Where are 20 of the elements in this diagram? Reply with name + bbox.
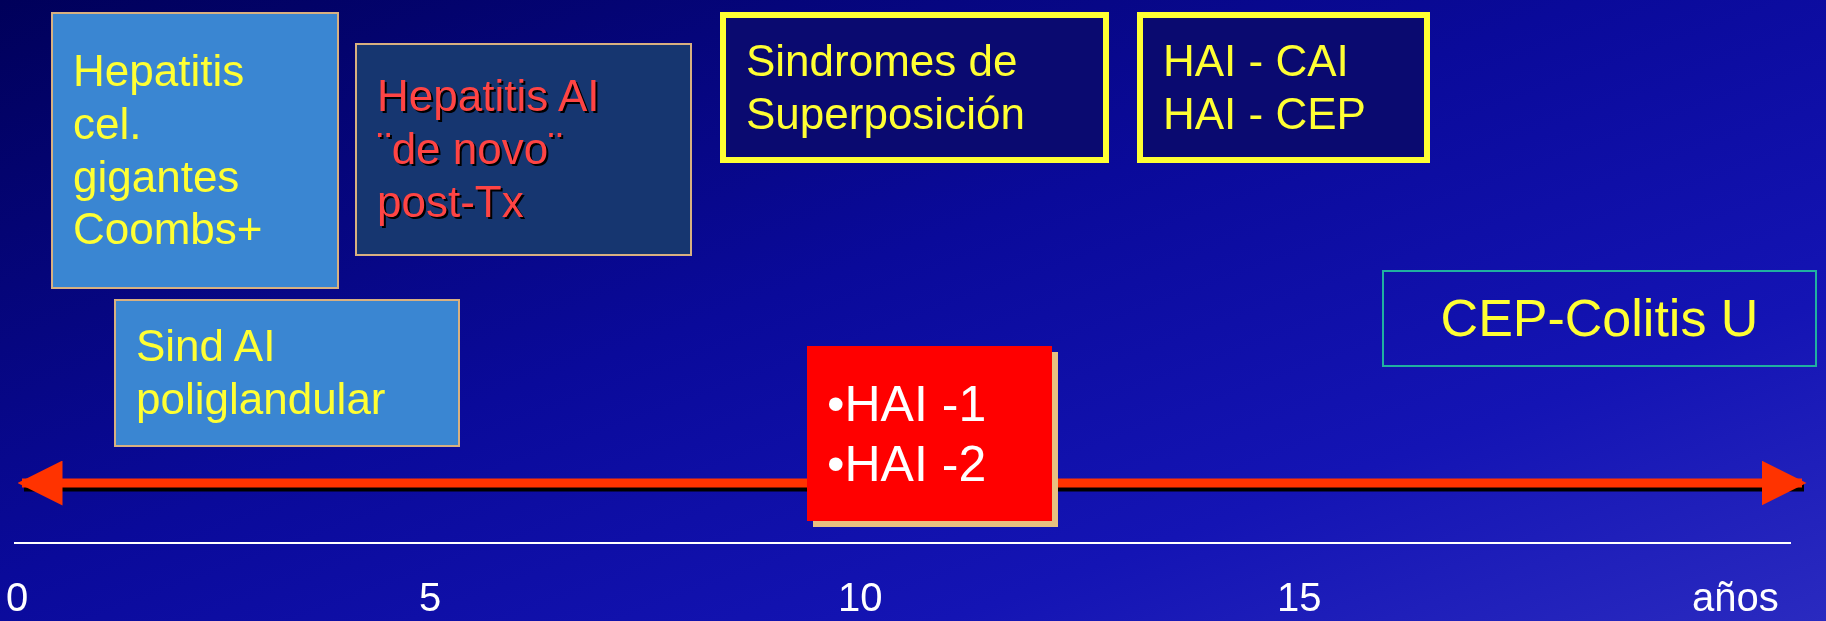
text-box xyxy=(114,299,460,447)
text-box xyxy=(355,43,692,256)
text-box xyxy=(720,12,1109,163)
axis-tick-label: 10 xyxy=(838,575,883,620)
axis-tick-label: años xyxy=(1692,575,1779,620)
text-box xyxy=(1137,12,1430,163)
box-text: Sind AI poliglandular xyxy=(136,320,387,425)
text-box xyxy=(1382,270,1817,367)
axis-tick-label: 15 xyxy=(1277,575,1322,620)
box-text: Hepatitis cel. gigantes Coombs+ xyxy=(73,44,264,256)
box-text: •HAI -2 xyxy=(827,434,988,494)
box-text: CEP-Colitis U xyxy=(1439,288,1760,350)
box-text: HAI - CAI xyxy=(1163,34,1350,87)
box-text: Sindromes de Superposición xyxy=(746,34,1026,140)
box-text: Hepatitis AI ¨de novo¨ post-Tx xyxy=(377,70,601,228)
axis-tick-label: 0 xyxy=(6,575,29,620)
axis-tick-label: 5 xyxy=(419,575,442,620)
box-text: •HAI -1 xyxy=(827,374,988,434)
box-text: HAI - CEP xyxy=(1163,87,1367,140)
text-box xyxy=(51,12,339,289)
